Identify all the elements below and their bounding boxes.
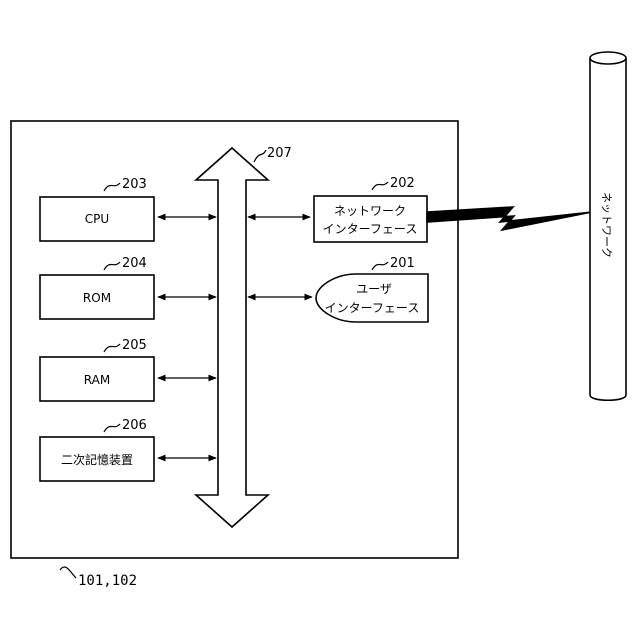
cpu-ref-label: 203 (122, 177, 147, 192)
user-interface-label-line1: ユーザ (356, 282, 392, 296)
rom-ref-label: 204 (122, 256, 147, 271)
network-label: ネットワーク (600, 192, 613, 258)
cpu-leader-line (104, 183, 120, 191)
cpu-label: CPU (85, 212, 109, 226)
network-interface-label-line1: ネットワーク (334, 204, 406, 218)
storage-label: 二次記憶装置 (61, 452, 133, 467)
network-link-bolt (427, 207, 592, 230)
storage-ref-label: 206 (122, 418, 147, 433)
device-ref-label: 101,102 (78, 573, 137, 589)
user-interface-ref-label: 201 (390, 256, 415, 271)
rom-leader-line (104, 262, 120, 270)
rom-label: ROM (83, 291, 111, 305)
user-interface-label-line2: インターフェース (325, 301, 420, 315)
user-interface-leader-line (372, 262, 388, 270)
device-leader-line (60, 567, 76, 578)
ram-ref-label: 205 (122, 338, 147, 353)
network-interface-leader-line (372, 182, 388, 190)
system-bus (196, 148, 268, 527)
bus-leader-line (254, 150, 266, 162)
ram-leader-line (104, 344, 120, 352)
storage-leader-line (104, 424, 120, 432)
network-interface-ref-label: 202 (390, 176, 415, 191)
network-interface-label-line2: インターフェース (323, 222, 418, 236)
bus-ref-label: 207 (267, 146, 292, 161)
ram-label: RAM (84, 373, 110, 387)
